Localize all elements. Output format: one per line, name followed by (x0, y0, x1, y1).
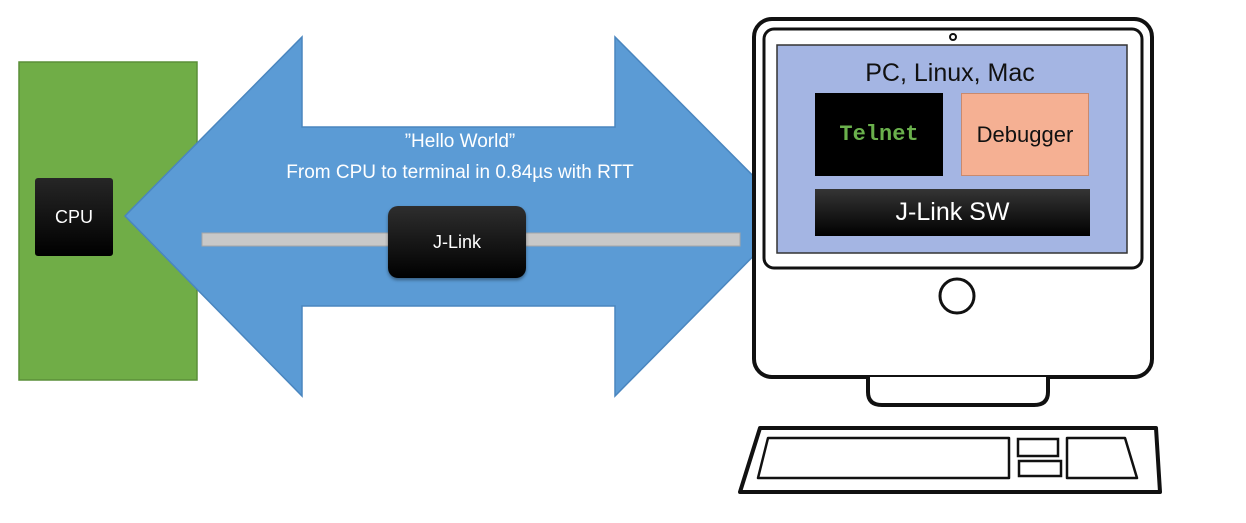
telnet-label: Telnet (839, 122, 919, 147)
message-rtt-latency: From CPU to terminal in 0.84µs with RTT (286, 162, 634, 183)
power-button (938, 277, 976, 315)
jlink-probe-label: J-Link (432, 231, 481, 252)
debugger-box: Debugger (961, 93, 1089, 176)
jlink-sw-label: J-Link SW (895, 198, 1010, 226)
monitor-stand (866, 377, 1050, 407)
jlink-sw-bar: J-Link SW (815, 189, 1090, 236)
telnet-box: Telnet (815, 93, 943, 176)
keyboard-icon (738, 426, 1162, 494)
debugger-label: Debugger (976, 121, 1074, 147)
jlink-probe: J-Link (388, 206, 526, 278)
cpu-chip: CPU (35, 178, 113, 256)
cpu-label: CPU (54, 206, 93, 227)
host-os-title: PC, Linux, Mac (865, 58, 1035, 87)
message-hello-world: ”Hello World” (404, 131, 516, 152)
